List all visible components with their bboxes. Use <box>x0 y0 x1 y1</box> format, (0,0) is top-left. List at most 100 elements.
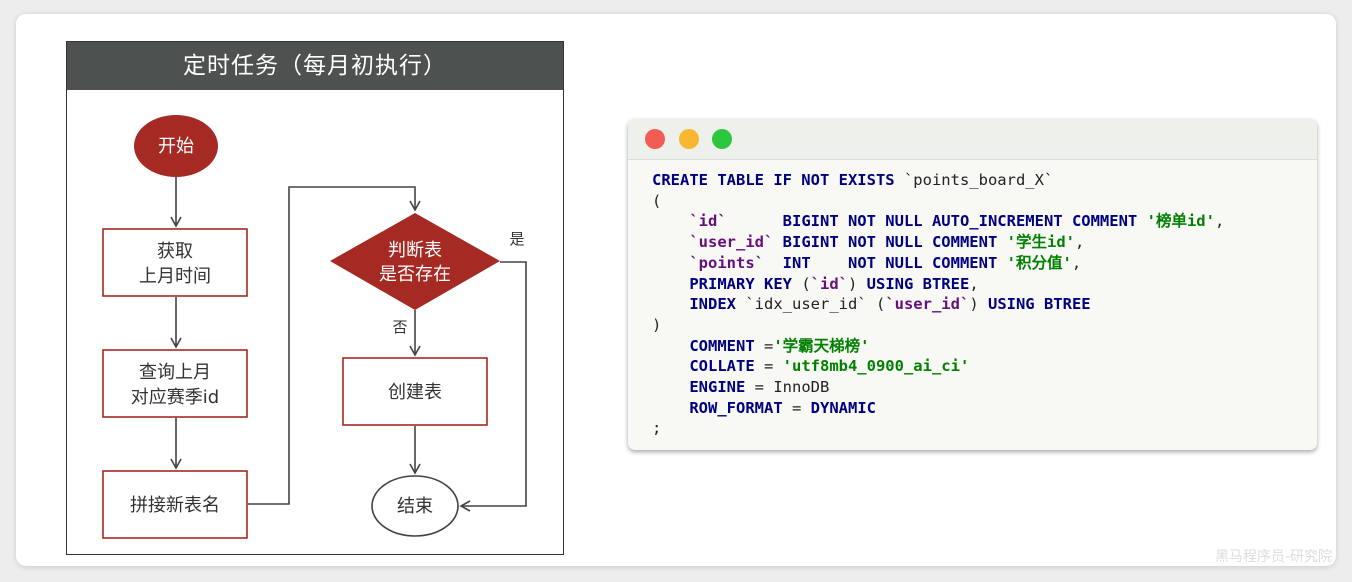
code-token: USING BTREE <box>987 295 1091 314</box>
check-table-label-1: 判断表 <box>388 240 442 261</box>
query-season-label-2: 对应赛季id <box>131 387 219 408</box>
create-table-label: 创建表 <box>388 382 442 403</box>
code-token: = InnoDB <box>745 378 830 397</box>
code-token <box>652 275 689 293</box>
code-token <box>997 233 1006 251</box>
code-token <box>811 254 848 272</box>
code-line: ENGINE = InnoDB <box>652 378 829 396</box>
maximize-dot-icon[interactable] <box>712 129 732 149</box>
code-token <box>652 233 689 251</box>
code-token <box>764 254 783 272</box>
code-line: `points` INT NOT NULL COMMENT '积分值', <box>652 254 1081 272</box>
code-line: COLLATE = 'utf8mb4_0900_ai_ci' <box>652 357 969 375</box>
code-token: `idx_user_id` ( <box>736 295 886 314</box>
sql-code-block: CREATE TABLE IF NOT EXISTS `points_board… <box>652 170 1224 439</box>
get-month-label-2: 上月时间 <box>139 266 211 287</box>
code-token: NOT NULL COMMENT <box>847 253 998 272</box>
minimize-dot-icon[interactable] <box>679 129 699 149</box>
code-token <box>652 295 689 313</box>
code-token <box>1137 212 1146 230</box>
query-season-label-1: 查询上月 <box>139 362 211 383</box>
code-token <box>652 254 689 272</box>
code-window: CREATE TABLE IF NOT EXISTS `points_board… <box>628 119 1317 450</box>
code-line: `id` BIGINT NOT NULL AUTO_INCREMENT COMM… <box>652 212 1224 230</box>
code-token: DYNAMIC <box>810 398 876 417</box>
code-token: '学生id' <box>1006 233 1075 252</box>
code-token: PRIMARY KEY <box>689 274 792 293</box>
end-node <box>371 475 459 537</box>
code-line: ) <box>652 316 661 334</box>
end-label: 结束 <box>397 496 433 517</box>
code-token: `user_id` <box>885 295 970 314</box>
code-line: PRIMARY KEY (`id`) USING BTREE, <box>652 274 979 293</box>
edge-label-yes: 是 <box>509 230 524 248</box>
code-token: ; <box>652 419 662 438</box>
code-line: INDEX `idx_user_id` (`user_id`) USING BT… <box>652 295 1091 314</box>
edge-label-no: 否 <box>392 318 407 336</box>
code-token: BIGINT NOT NULL AUTO_INCREMENT COMMENT <box>782 212 1138 231</box>
watermark: 黑马程序员-研究院 <box>1214 549 1332 565</box>
edge-check-end-yes <box>459 261 527 512</box>
code-token <box>652 357 689 375</box>
code-token: `points_board_X` <box>894 171 1054 189</box>
code-token: = <box>754 336 774 355</box>
code-token: , <box>969 274 979 293</box>
code-line: COMMENT ='学霸天梯榜' <box>652 336 870 355</box>
code-token: ) <box>847 274 867 293</box>
code-token: '积分值' <box>1006 253 1072 272</box>
code-token <box>652 399 689 417</box>
check-table-label-2: 是否存在 <box>379 264 451 285</box>
code-token: `id` <box>810 274 848 293</box>
start-node <box>134 115 218 177</box>
build-name-label: 拼接新表名 <box>130 495 220 516</box>
code-window-titlebar <box>628 119 1317 160</box>
start-label: 开始 <box>158 136 194 157</box>
code-token: COMMENT <box>689 336 755 355</box>
query-season-node <box>102 349 248 418</box>
build-name-node <box>102 470 248 539</box>
code-token: '学霸天梯榜' <box>773 336 870 355</box>
code-token <box>652 337 689 355</box>
code-token: COLLATE <box>689 357 755 376</box>
code-token <box>773 233 782 251</box>
code-token <box>652 212 689 230</box>
code-token <box>652 378 689 396</box>
code-token: USING BTREE <box>866 274 970 293</box>
code-line: ROW_FORMAT = DYNAMIC <box>652 399 876 417</box>
code-token: INT <box>782 253 811 272</box>
code-token: = <box>754 357 783 376</box>
create-table-node <box>342 357 488 426</box>
check-table-node <box>330 213 500 310</box>
code-token: ) <box>969 295 988 314</box>
code-token: , <box>1071 253 1082 272</box>
flowchart-title: 定时任务（每月初执行） <box>67 42 563 90</box>
code-token: , <box>1074 233 1085 252</box>
flowchart-canvas: 开始 获取 上月时间 查询上月 对应赛季id 拼接新表名 判断表 是否存在 创建… <box>102 115 527 539</box>
code-token: `user_id` <box>689 233 774 252</box>
code-token: ENGINE <box>689 378 746 397</box>
code-token: ) <box>652 315 662 334</box>
code-line: CREATE TABLE IF NOT EXISTS `points_board… <box>652 171 1053 189</box>
code-token: INDEX <box>689 295 736 314</box>
code-token <box>727 212 783 230</box>
get-month-label-1: 获取 <box>157 241 193 262</box>
code-token: , <box>1214 212 1225 231</box>
edge-build-check <box>248 186 421 505</box>
code-token: ( <box>791 274 811 293</box>
code-token: 'utf8mb4_0900_ai_ci' <box>782 357 970 376</box>
code-token: `id` <box>689 212 727 231</box>
code-token: BIGINT NOT NULL COMMENT <box>782 233 998 252</box>
get-month-node <box>102 228 248 297</box>
close-dot-icon[interactable] <box>645 129 665 149</box>
code-line: ; <box>652 419 661 437</box>
flowchart-panel: 定时任务（每月初执行） 开始 获取 上月时间 查询上月 对应赛季id 拼接新表名… <box>66 41 564 555</box>
code-token: '榜单id' <box>1146 212 1215 231</box>
code-token: CREATE TABLE IF NOT EXISTS <box>652 171 895 189</box>
code-token: ( <box>652 191 662 210</box>
code-line: `user_id` BIGINT NOT NULL COMMENT '学生id'… <box>652 233 1084 251</box>
code-token: ROW_FORMAT <box>689 398 783 417</box>
code-token <box>997 254 1006 272</box>
code-line: ( <box>652 192 661 210</box>
code-token: `points` <box>689 253 764 272</box>
code-token: = <box>782 398 811 417</box>
